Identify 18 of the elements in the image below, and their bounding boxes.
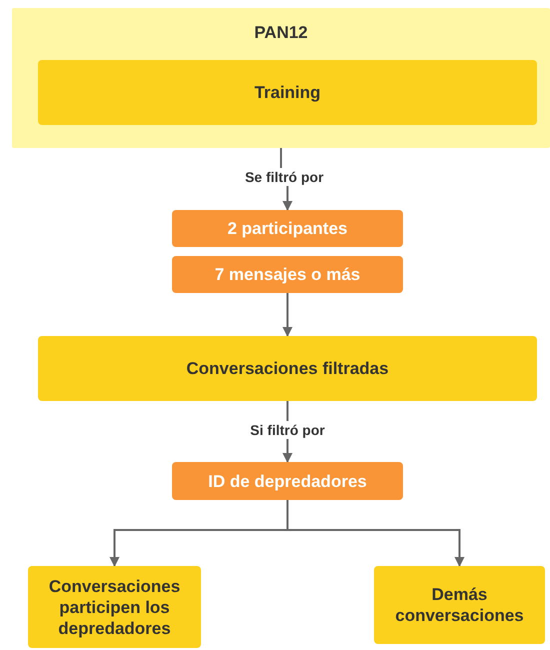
box-label: Conversaciones filtradas <box>186 358 389 379</box>
box-label: ID de depredadores <box>208 470 367 492</box>
group-panel <box>12 8 550 148</box>
process-box <box>38 336 537 401</box>
group-title: PAN12 <box>254 22 308 43</box>
filter-box <box>172 210 403 247</box>
filter-box <box>172 256 403 293</box>
box-label: Conversaciones participen los depredadores <box>48 576 182 638</box>
box-label: Training <box>254 82 321 103</box>
filter-box <box>172 462 403 500</box>
process-box <box>374 566 545 644</box>
process-box <box>38 60 537 125</box>
box-label: 2 participantes <box>228 218 348 239</box>
box-label: 7 mensajes o más <box>214 264 360 285</box>
process-box <box>28 566 201 648</box>
arrow <box>286 500 464 567</box>
box-label: Demás conversaciones <box>394 584 525 626</box>
arrow <box>282 293 292 337</box>
